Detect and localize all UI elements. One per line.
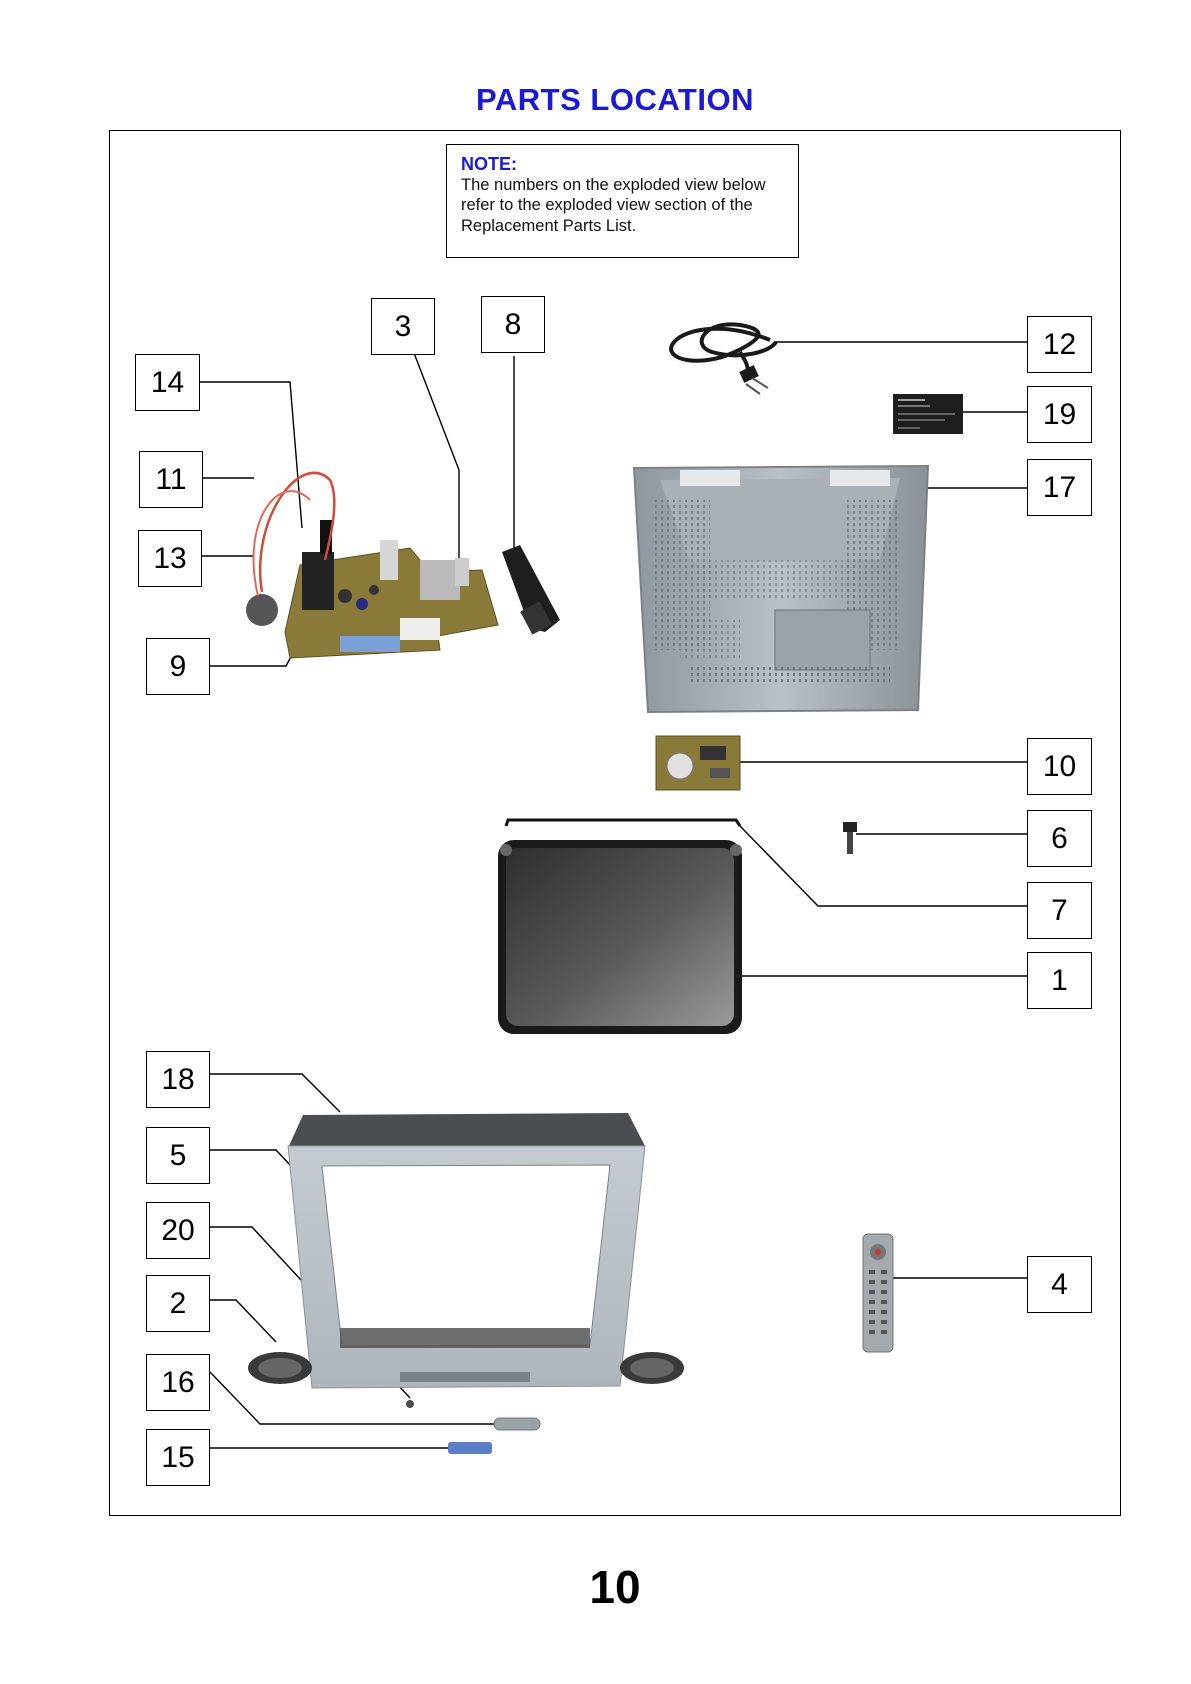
callout-15: 15 — [146, 1429, 210, 1486]
callout-18: 18 — [146, 1051, 210, 1108]
callout-6: 6 — [1027, 810, 1092, 867]
callout-9: 9 — [146, 638, 210, 695]
focus-pack-part — [502, 545, 560, 635]
speaker-left-part — [248, 1352, 312, 1384]
rating-label-part — [893, 394, 963, 434]
callout-10: 10 — [1027, 738, 1092, 795]
main-pcb-part — [246, 473, 498, 658]
callout-13: 13 — [138, 530, 202, 587]
callout-20: 20 — [146, 1202, 210, 1259]
push-keys-part — [448, 1442, 492, 1454]
crt-tube-part — [498, 820, 742, 1034]
back-cabinet-part — [634, 466, 928, 712]
callout-5: 5 — [146, 1127, 210, 1184]
callout-3: 3 — [371, 298, 435, 355]
callout-8: 8 — [481, 296, 545, 353]
callout-11: 11 — [139, 451, 203, 508]
callout-1: 1 — [1027, 952, 1092, 1009]
front-cabinet-part — [288, 1113, 645, 1408]
callout-12: 12 — [1027, 316, 1092, 373]
callout-17: 17 — [1027, 459, 1092, 516]
callout-7: 7 — [1027, 882, 1092, 939]
button-strip-part — [494, 1418, 540, 1430]
power-cord-part — [671, 324, 776, 394]
remote-control-part — [863, 1234, 893, 1352]
speaker-right-part — [620, 1352, 684, 1384]
screw-part — [843, 822, 857, 854]
callout-2: 2 — [146, 1275, 210, 1332]
callout-16: 16 — [146, 1354, 210, 1411]
callout-14: 14 — [135, 354, 200, 411]
control-pcb-part — [656, 736, 740, 790]
callout-4: 4 — [1027, 1256, 1092, 1313]
callout-19: 19 — [1027, 386, 1092, 443]
page-number: 10 — [0, 1560, 1191, 1614]
